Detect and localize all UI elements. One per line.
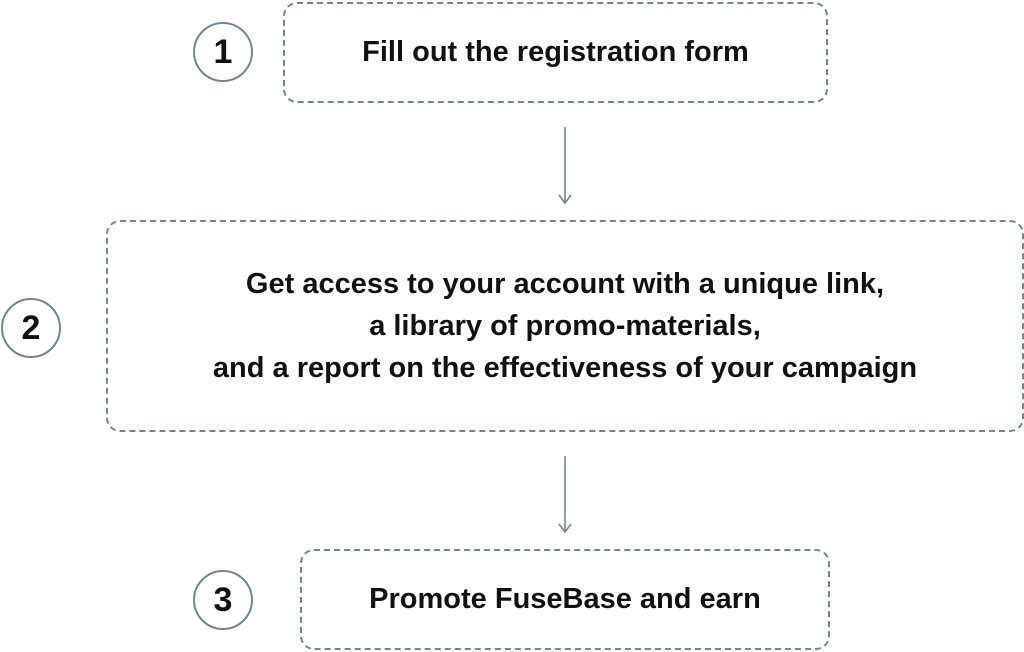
step-1-number-label: 1 — [213, 32, 233, 71]
arrow-down-icon — [558, 456, 572, 534]
step-2-text: Get access to your account with a unique… — [213, 263, 917, 389]
step-3-number: 3 — [193, 570, 253, 630]
arrow-down-icon — [558, 127, 572, 205]
step-3-text: Promote FuseBase and earn — [369, 583, 761, 616]
step-1-number: 1 — [193, 22, 253, 82]
step-3-box: Promote FuseBase and earn — [300, 549, 830, 650]
step-2-number-label: 2 — [21, 308, 41, 347]
step-2-box: Get access to your account with a unique… — [106, 220, 1024, 432]
step-2-number: 2 — [1, 298, 61, 358]
step-2-line-3: and a report on the effectiveness of you… — [212, 352, 918, 385]
step-1-text: Fill out the registration form — [362, 36, 749, 69]
step-2-line-1: Get access to your account with a unique… — [245, 267, 885, 300]
step-3-number-label: 3 — [213, 580, 233, 619]
step-2-line-2: a library of promo-materials, — [369, 309, 761, 342]
step-1-box: Fill out the registration form — [283, 2, 828, 103]
